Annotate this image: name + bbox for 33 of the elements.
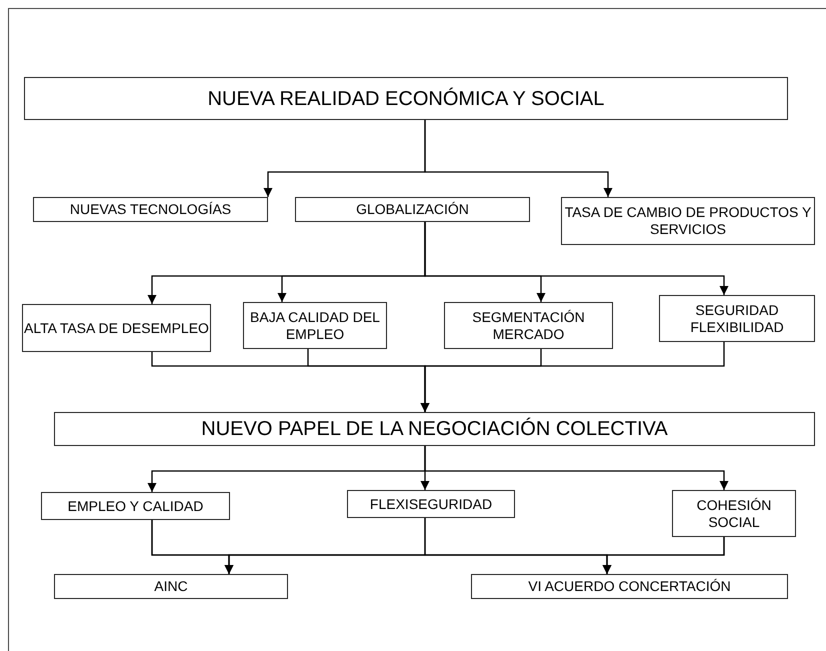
text-box	[54, 412, 815, 446]
connector-arrow	[424, 446, 728, 490]
connector-arrow	[424, 120, 612, 197]
connector-arrow	[420, 342, 725, 412]
box-label: GLOBALIZACIÓN	[356, 201, 469, 218]
box-label: TASA DE CAMBIO DE PRODUCTOS Y SERVICIOS	[564, 204, 812, 238]
text-box	[243, 302, 387, 349]
text-box	[561, 197, 815, 245]
text-box	[22, 304, 211, 352]
box-label: ALTA TASA DE DESEMPLEO	[24, 320, 209, 336]
box-label: NUEVA REALIDAD ECONÓMICA Y SOCIAL	[208, 86, 604, 110]
text-box	[54, 574, 288, 599]
box-label: BAJA CALIDAD DEL EMPLEO	[249, 308, 381, 342]
connector-arrow	[424, 222, 728, 295]
text-box	[295, 197, 530, 222]
box-label: AINC	[154, 578, 188, 595]
text-box	[33, 197, 268, 222]
box-label: EMPLEO Y CALIDAD	[68, 498, 204, 514]
box-label: COHESIÓN SOCIAL	[696, 496, 772, 530]
text-box	[672, 490, 796, 537]
box-label: VI ACUERDO CONCERTACIÓN	[528, 578, 731, 595]
box-label: SEGURIDAD FLEXIBILIDAD	[689, 302, 785, 336]
text-box	[41, 492, 230, 520]
text-box	[659, 295, 815, 342]
box-label: SEGMENTACIÓN MERCADO	[471, 308, 586, 342]
text-box	[471, 574, 788, 599]
text-box	[24, 77, 788, 120]
connector-arrow	[602, 537, 725, 574]
text-box	[347, 490, 515, 518]
box-label: NUEVO PAPEL DE LA NEGOCIACIÓN COLECTIVA	[201, 417, 668, 441]
box-label: NUEVAS TECNOLOGÍAS	[70, 201, 232, 218]
box-label: FLEXISEGURIDAD	[370, 496, 492, 512]
text-box	[444, 302, 613, 349]
